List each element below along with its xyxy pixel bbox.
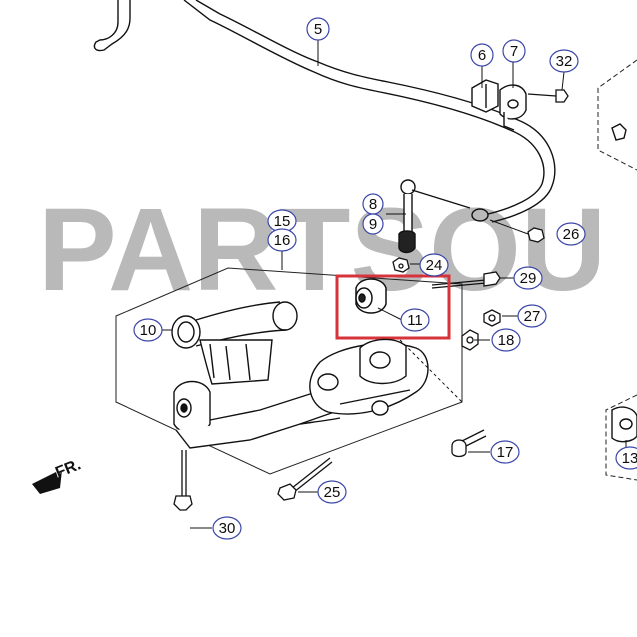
hidden-edge [399,339,463,403]
callout-label-24: 24 [426,257,443,274]
callout-label-6: 6 [478,47,486,64]
callout-label-11: 11 [407,312,423,329]
callout-label-27: 27 [524,308,541,325]
callout-label-8: 8 [369,196,377,213]
callout-label-15: 15 [274,213,291,230]
callout-15[interactable]: 15 [267,209,297,233]
callout-8[interactable]: 8 [362,193,384,215]
bracket-bolt [527,89,569,103]
callout-label-5: 5 [314,21,322,38]
lower-arm-10 [171,301,298,385]
front-direction-marker: FR. [32,456,83,494]
callout-17[interactable]: 17 [490,440,520,464]
adjacent-subassembly-box [597,59,637,481]
callout-30[interactable]: 30 [212,516,242,540]
callout-29[interactable]: 29 [513,266,543,290]
stabilizer-bar [93,0,556,223]
leader-lines [162,40,627,529]
callout-27[interactable]: 27 [517,304,547,328]
callout-label-10: 10 [140,322,157,339]
link-nut-26 [527,227,545,243]
front-arrow-icon [32,470,62,494]
callout-13[interactable]: 13 [615,446,637,470]
callout-18[interactable]: 18 [491,328,521,352]
callout-label-13: 13 [622,450,637,467]
adjacent-subassembly-part [611,123,637,443]
lower-arm-assembly-box [115,267,463,475]
bolt-29 [431,271,501,289]
highlight-box [335,274,451,340]
bushing-bracket [499,84,527,131]
bolt-25 [277,457,333,501]
callout-11[interactable]: 11 [400,308,430,332]
callout-label-7: 7 [510,43,518,60]
washer-18 [461,329,479,351]
callout-16[interactable]: 16 [267,228,297,252]
stabilizer-bushing [471,79,499,113]
bushing-11 [355,278,387,314]
callout-10[interactable]: 10 [133,318,163,342]
knuckle-assembly [173,338,429,449]
bolt-30 [173,450,193,511]
callout-label-32: 32 [556,53,573,70]
callout-6[interactable]: 6 [470,43,494,67]
callout-label-29: 29 [520,270,537,287]
bolt-17 [451,429,487,458]
callout-label-25: 25 [324,484,341,501]
nut-27 [483,309,501,327]
callout-label-26: 26 [563,226,580,243]
callout-5[interactable]: 5 [306,17,330,41]
callout-label-18: 18 [498,332,515,349]
front-label: FR. [53,456,83,481]
callout-32[interactable]: 32 [549,49,579,73]
leader-26 [489,219,529,235]
callout-26[interactable]: 26 [556,222,586,246]
callout-25[interactable]: 25 [317,480,347,504]
callout-24[interactable]: 24 [419,253,449,277]
callout-9[interactable]: 9 [362,213,384,235]
callout-label-9: 9 [369,216,377,233]
link-nut-24 [392,257,410,273]
watermark-text: PARTSOU [38,184,606,316]
callout-label-16: 16 [274,232,291,249]
stabilizer-link [398,179,471,254]
callout-7[interactable]: 7 [502,39,526,63]
callout-label-30: 30 [219,520,236,537]
callout-label-17: 17 [497,444,514,461]
